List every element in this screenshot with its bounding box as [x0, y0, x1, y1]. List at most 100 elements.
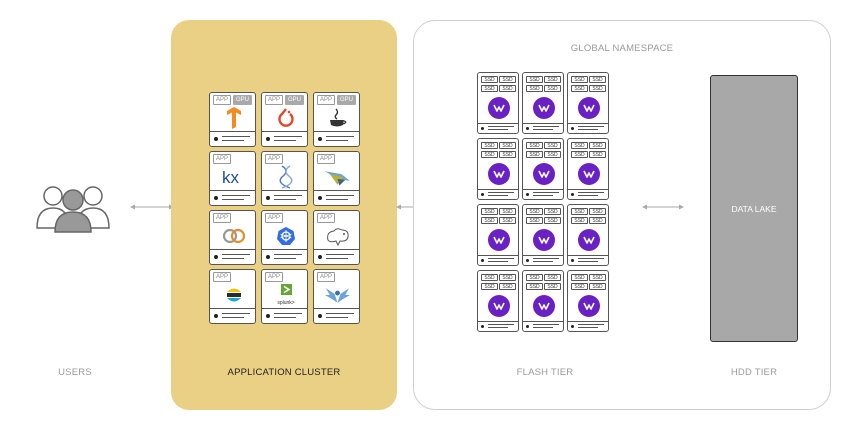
ssd-slot: SSD: [544, 283, 561, 290]
elastic-icon: [220, 283, 247, 307]
weka-icon: [533, 295, 555, 317]
ssd-slot: SSD: [571, 283, 588, 290]
app-card-status-bar: [262, 190, 307, 205]
data-lake-label: DATA LAKE: [731, 204, 777, 214]
users-icon: [36, 186, 110, 233]
ssd-slot: SSD: [481, 208, 498, 215]
ssd-slot: SSD: [526, 151, 543, 158]
ssd-slot: SSD: [589, 85, 606, 92]
ssd-slot: SSD: [589, 151, 606, 158]
ssd-slot: SSD: [589, 76, 606, 83]
ssd-slot: SSD: [499, 76, 516, 83]
app-tag: APP: [265, 213, 284, 223]
weka-icon: [488, 229, 510, 251]
pytorch-icon: [272, 106, 299, 130]
users-label: USERS: [58, 367, 92, 378]
ssd-slot: SSD: [481, 142, 498, 149]
gpu-tag: GPU: [233, 95, 253, 105]
app-card-status-bar: [210, 249, 255, 264]
app-tag: APP: [265, 95, 284, 105]
weka-icon: [488, 163, 510, 185]
weka-icon: [578, 295, 600, 317]
ssd-slot: SSD: [544, 142, 561, 149]
app-tag: APP: [317, 154, 336, 164]
ssd-slot: SSD: [499, 85, 516, 92]
ssd-slot: SSD: [481, 85, 498, 92]
eagle-icon: [324, 283, 351, 307]
app-card: APP: [313, 210, 360, 265]
svg-text:splunk>: splunk>: [277, 300, 294, 306]
flash-server-status-bar: [523, 189, 563, 199]
weka-icon: [488, 295, 510, 317]
ssd-slot: SSD: [481, 217, 498, 224]
flash-tier-label: FLASH TIER: [516, 367, 574, 378]
ssd-slot: SSD: [499, 208, 516, 215]
confluent-icon: [220, 224, 247, 248]
ssd-slot: SSD: [499, 283, 516, 290]
hadoop-icon: [324, 224, 351, 248]
ssd-slot: SSD: [571, 142, 588, 149]
ssd-slot: SSD: [481, 283, 498, 290]
flash-server-status-bar: [478, 321, 518, 331]
weka-icon: [578, 229, 600, 251]
ssd-slot: SSD: [526, 85, 543, 92]
ssd-slot: SSD: [526, 76, 543, 83]
ssd-slot: SSD: [544, 274, 561, 281]
app-card-status-bar: [314, 131, 359, 146]
app-tag: APP: [265, 272, 284, 282]
flash-server-status-bar: [568, 255, 608, 265]
ssd-slot: SSD: [499, 274, 516, 281]
ssd-slot: SSD: [571, 274, 588, 281]
ssd-slot: SSD: [499, 151, 516, 158]
svg-text:kx: kx: [222, 168, 240, 187]
ssd-slot: SSD: [499, 142, 516, 149]
app-card-status-bar: [314, 190, 359, 205]
flash-server-status-bar: [568, 189, 608, 199]
weka-icon: [533, 229, 555, 251]
app-card: APP: [261, 151, 308, 206]
ssd-slot: SSD: [589, 217, 606, 224]
ssd-slot: SSD: [571, 76, 588, 83]
gpu-tag: GPU: [285, 95, 305, 105]
global-namespace-label: GLOBAL NAMESPACE: [570, 43, 674, 54]
weka-icon: [533, 97, 555, 119]
ssd-slot: SSD: [544, 151, 561, 158]
flash-hdd-arrow: [642, 203, 684, 211]
app-tag: APP: [213, 272, 232, 282]
tensorflow-icon: [220, 106, 247, 130]
flash-server-status-bar: [568, 123, 608, 133]
app-tag: APP: [317, 95, 336, 105]
ssd-slot: SSD: [589, 142, 606, 149]
application-cluster-label: APPLICATION CLUSTER: [227, 367, 341, 378]
ssd-slot: SSD: [544, 208, 561, 215]
ssd-slot: SSD: [481, 151, 498, 158]
ssd-slot: SSD: [571, 208, 588, 215]
app-card-status-bar: [210, 131, 255, 146]
ssd-slot: SSD: [544, 85, 561, 92]
ssd-slot: SSD: [526, 208, 543, 215]
bird-icon: [324, 165, 351, 189]
hdd-tier-label: HDD TIER: [730, 367, 778, 378]
flash-server-status-bar: [478, 255, 518, 265]
ssd-slot: SSD: [544, 217, 561, 224]
ssd-slot: SSD: [589, 274, 606, 281]
weka-icon: [578, 97, 600, 119]
app-card-status-bar: [210, 308, 255, 323]
app-card-status-bar: [314, 249, 359, 264]
java-icon: [324, 106, 351, 130]
flash-server-status-bar: [523, 255, 563, 265]
app-card-status-bar: [314, 308, 359, 323]
app-tag: APP: [317, 272, 336, 282]
flash-server-status-bar: [478, 189, 518, 199]
ssd-slot: SSD: [526, 283, 543, 290]
